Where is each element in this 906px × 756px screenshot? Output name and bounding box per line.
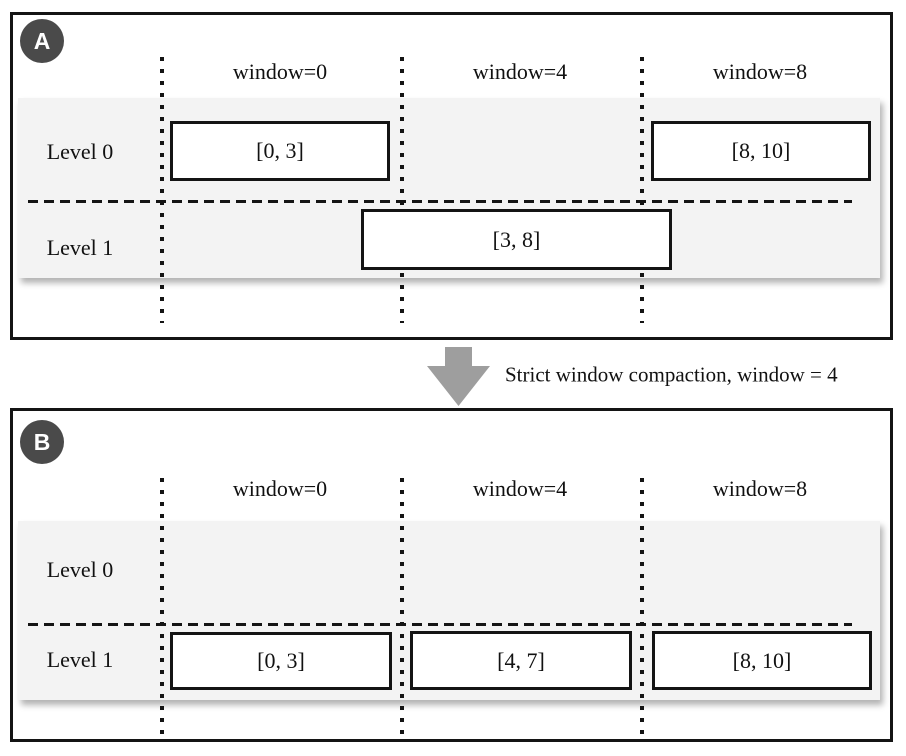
window-header-2: window=8 [712, 476, 808, 501]
level-divider-dashed-line [28, 623, 852, 626]
run-box-1: [8, 10] [651, 121, 871, 181]
window-header-0: window=0 [232, 476, 328, 501]
level-label-0: Level 0 [46, 557, 114, 582]
panel-badge: B [20, 420, 64, 464]
run-box-0: [0, 3] [170, 632, 392, 690]
window-divider-dotted-line-0 [160, 57, 164, 323]
window-header-0: window=0 [232, 59, 328, 84]
run-box-0: [0, 3] [170, 121, 390, 181]
window-header-1: window=4 [472, 59, 568, 84]
level-label-1: Level 1 [46, 235, 114, 260]
run-box-2: [3, 8] [361, 209, 672, 270]
window-header-1: window=4 [472, 476, 568, 501]
window-divider-dotted-line-2 [640, 478, 644, 739]
down-arrow-icon [427, 347, 490, 406]
window-divider-dotted-line-1 [400, 57, 404, 323]
run-box-2: [8, 10] [652, 631, 872, 690]
panel-badge: A [20, 19, 64, 63]
window-divider-dotted-line-0 [160, 478, 164, 739]
window-divider-dotted-line-2 [640, 57, 644, 323]
level-label-0: Level 0 [46, 139, 114, 164]
level-label-1: Level 1 [46, 647, 114, 672]
run-box-1: [4, 7] [410, 631, 632, 690]
window-divider-dotted-line-1 [400, 478, 404, 739]
level-divider-dashed-line [28, 200, 852, 203]
compaction-label: Strict window compaction, window = 4 [505, 362, 838, 387]
window-header-2: window=8 [712, 59, 808, 84]
